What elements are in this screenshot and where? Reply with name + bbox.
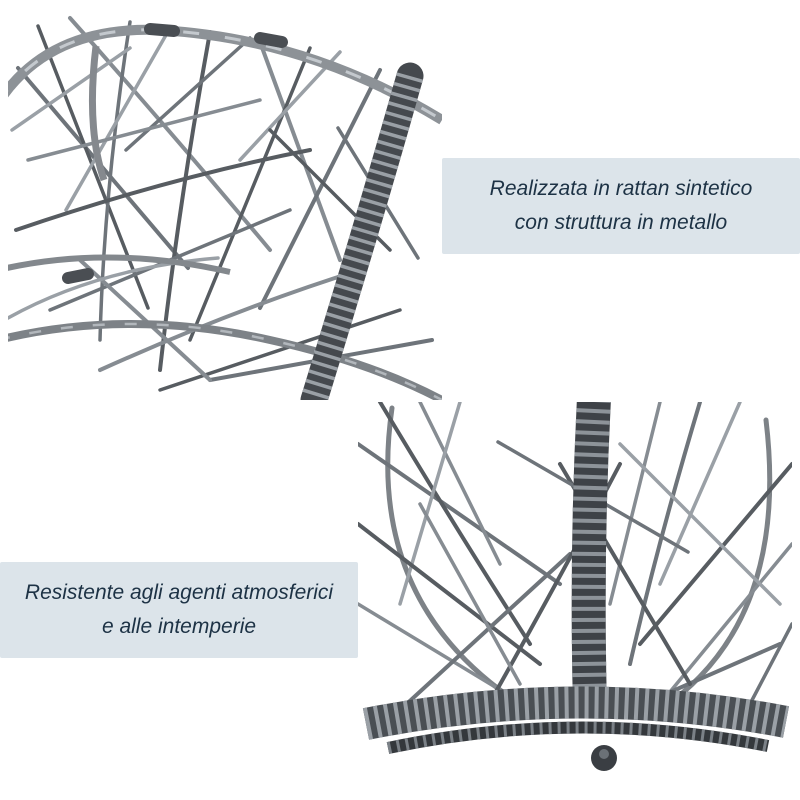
- caption-bottom-line1: Resistente agli agenti atmosferici: [24, 580, 334, 604]
- caption-top-band: Realizzata in rattan sintetico con strut…: [442, 158, 800, 254]
- caption-bottom-band: Resistente agli agenti atmosferici e all…: [0, 562, 358, 658]
- rattan-detail-photo-top: [8, 8, 442, 400]
- rattan-weave-top-illustration: [8, 16, 442, 400]
- caption-top-line2: con struttura in metallo: [514, 211, 728, 234]
- rattan-detail-photo-bottom: [358, 402, 792, 792]
- rattan-weave-bottom-illustration: [358, 402, 792, 771]
- caption-top-line1: Realizzata in rattan sintetico: [489, 176, 753, 200]
- caption-bottom-line2: e alle intemperie: [101, 615, 257, 638]
